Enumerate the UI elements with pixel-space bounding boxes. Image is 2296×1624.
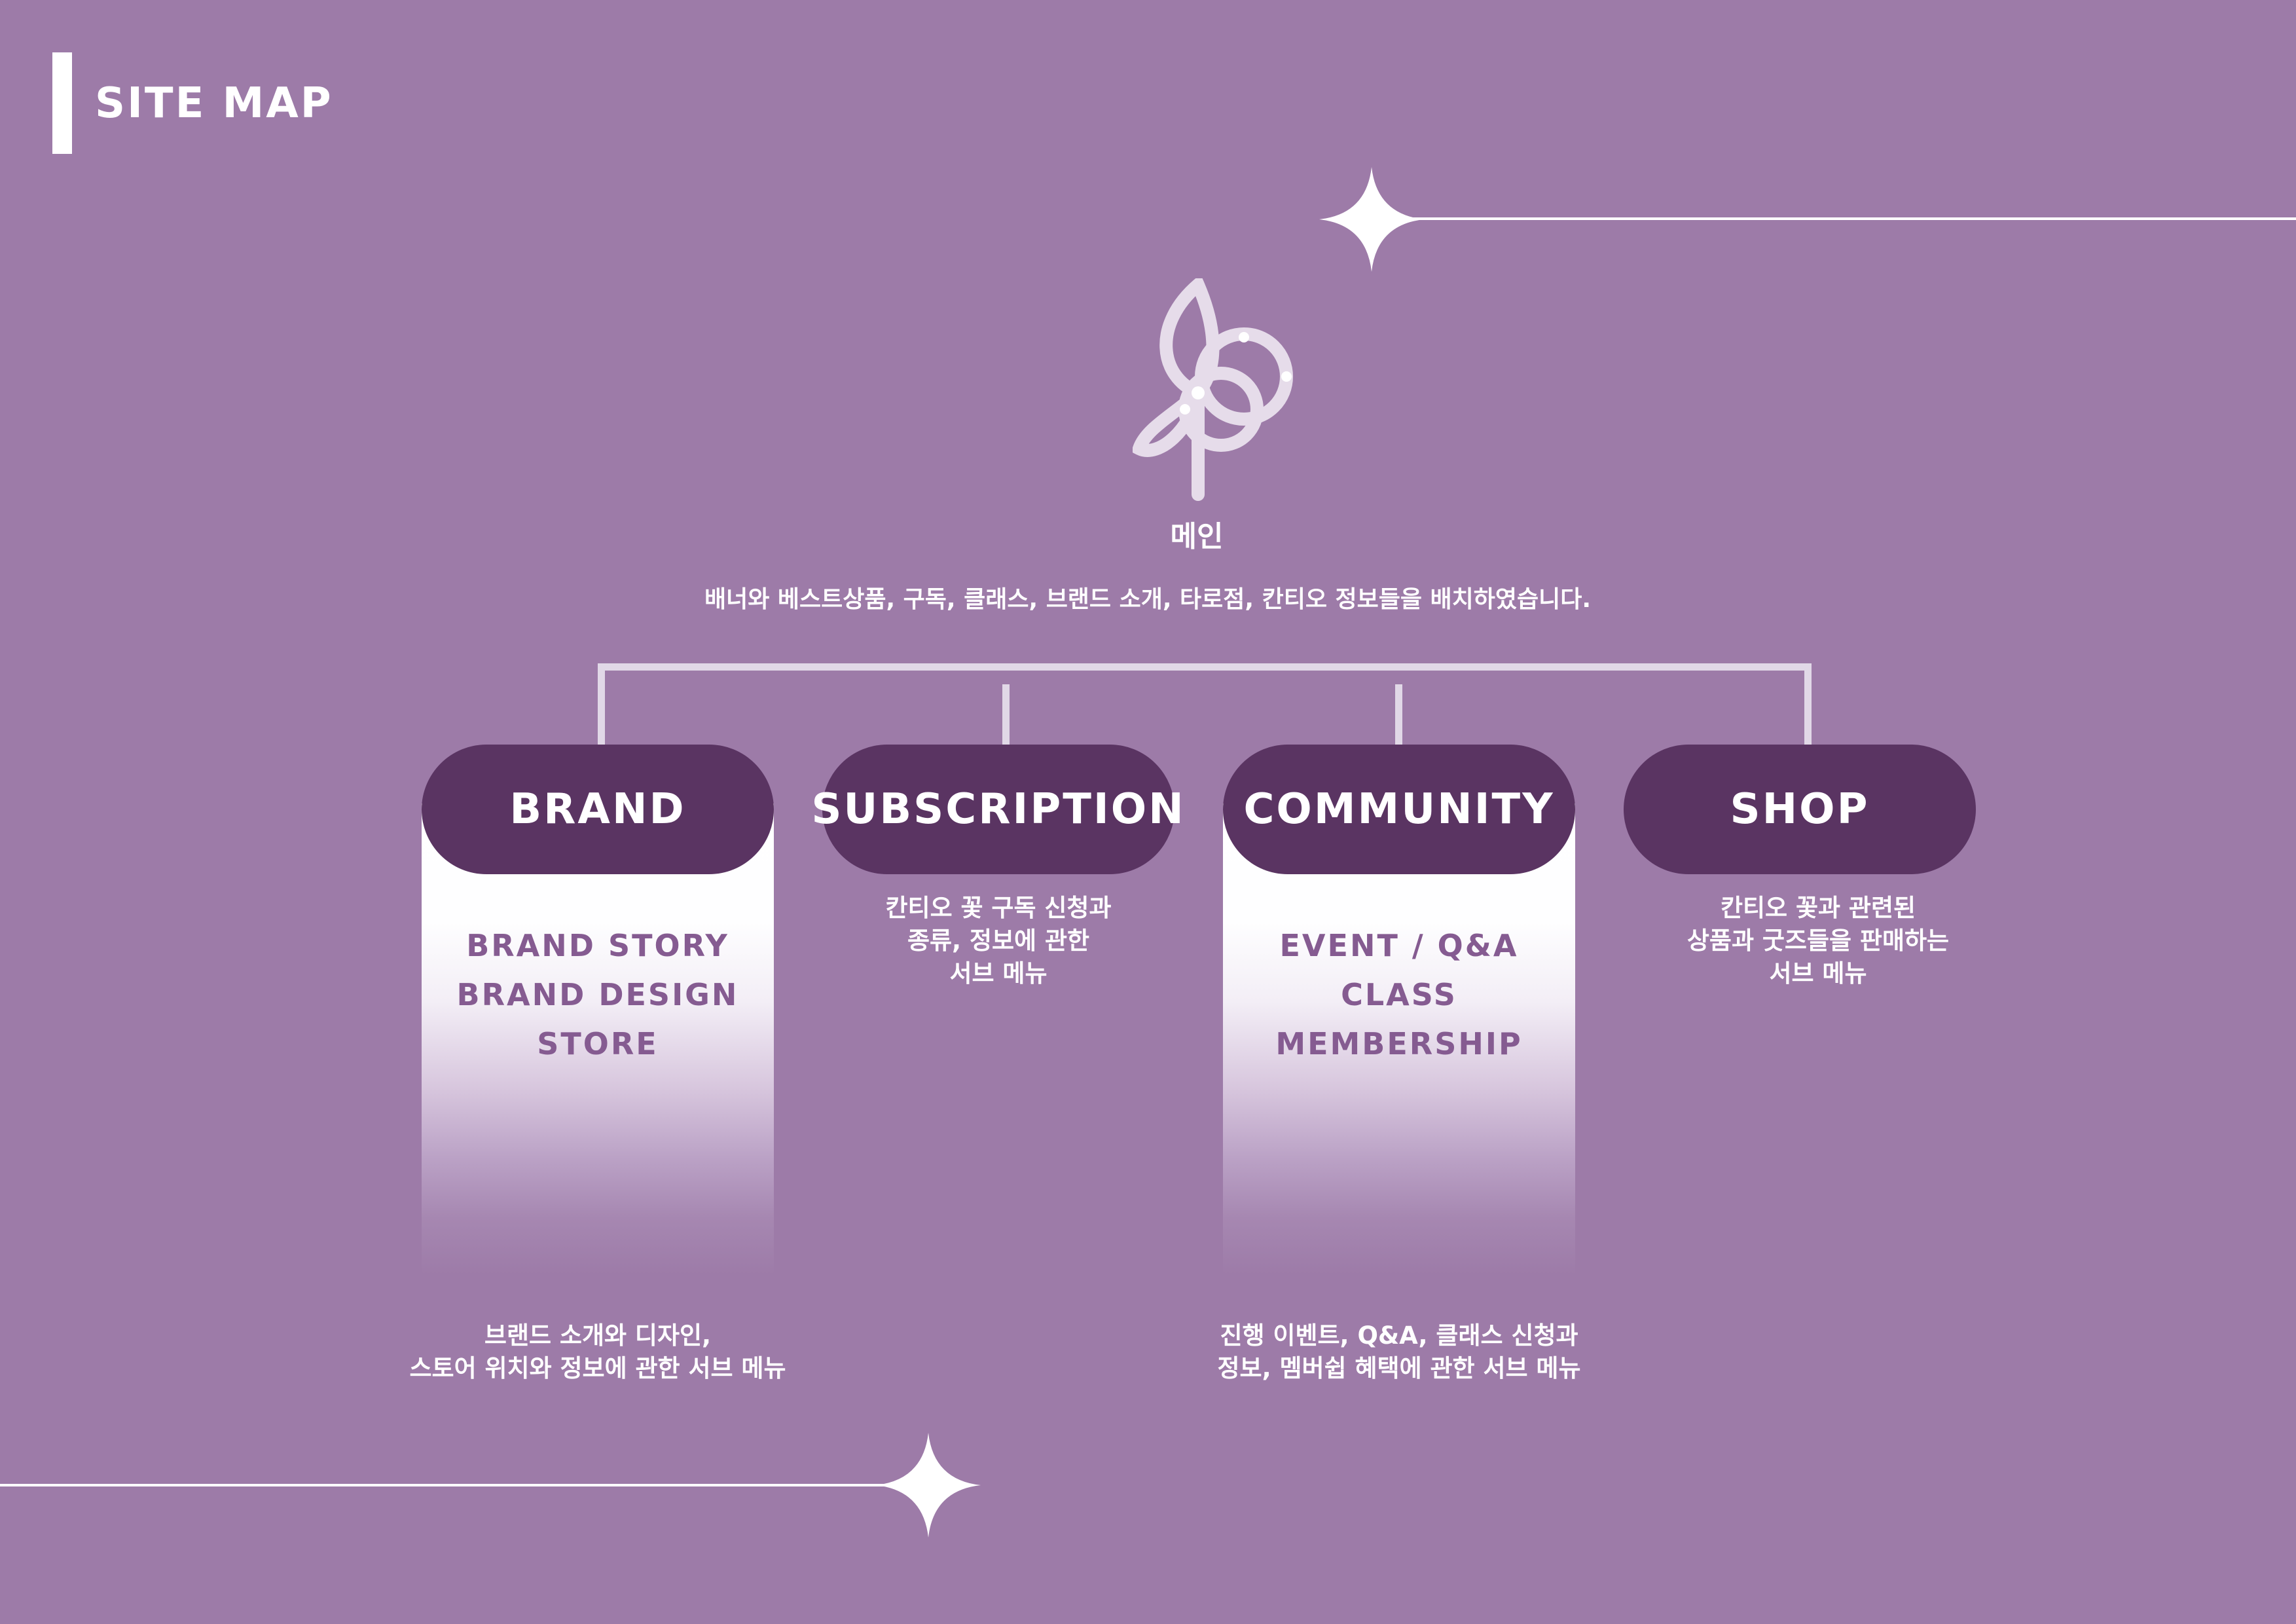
description-line: 종류, 정보에 관한 <box>907 927 1090 955</box>
community-submenu-panel <box>1223 803 1575 1275</box>
subscription-description: 칸티오 꽃 구독 신청과 종류, 정보에 관한 서브 메뉴 <box>757 892 1240 990</box>
description-line: 정보, 멤버쉽 혜택에 관한 서브 메뉴 <box>1217 1354 1581 1382</box>
title-accent-bar <box>52 52 72 154</box>
shop-button[interactable]: SHOP <box>1624 745 1976 874</box>
brand-button[interactable]: BRAND <box>422 745 774 874</box>
main-label: 메인 <box>1170 520 1224 553</box>
description-line: 칸티오 꽃과 관련된 <box>1720 894 1916 922</box>
submenu-item[interactable]: STORE <box>537 1026 659 1061</box>
connector-shop <box>1804 663 1812 745</box>
page-title: SITE MAP <box>95 79 333 128</box>
community-submenu: EVENT / Q&A CLASS MEMBERSHIP <box>1223 921 1575 1069</box>
submenu-item[interactable]: BRAND DESIGN <box>456 977 739 1012</box>
submenu-item[interactable]: CLASS <box>1341 977 1457 1012</box>
description-line: 서브 메뉴 <box>949 959 1048 987</box>
decorative-line-top <box>1401 217 2296 220</box>
sparkle-icon <box>1319 167 1424 272</box>
main-description: 배너와 베스트상품, 구독, 클래스, 브랜드 소개, 타로점, 칸티오 정보들… <box>704 586 1592 613</box>
brand-submenu-panel <box>422 803 774 1275</box>
submenu-item[interactable]: BRAND STORY <box>466 928 729 963</box>
brand-submenu: BRAND STORY BRAND DESIGN STORE <box>422 921 774 1069</box>
shop-description: 칸티오 꽃과 관련된 상품과 굿즈들을 판매하는 서브 메뉴 <box>1576 892 2060 990</box>
connector-subscription <box>1002 684 1010 745</box>
description-line: 칸티오 꽃 구독 신청과 <box>885 894 1112 922</box>
connector-community <box>1395 684 1402 745</box>
description-line: 상품과 굿즈들을 판매하는 <box>1686 927 1950 955</box>
subscription-button[interactable]: SUBSCRIPTION <box>811 745 1184 874</box>
description-line: 스토어 위치와 정보에 관한 서브 메뉴 <box>409 1354 786 1382</box>
brand-description: 브랜드 소개와 디자인, 스토어 위치와 정보에 관한 서브 메뉴 <box>356 1320 839 1385</box>
connector-brand <box>598 663 605 745</box>
description-line: 진행 이벤트, Q&A, 클래스 신청과 <box>1220 1321 1578 1350</box>
sparkle-icon <box>876 1433 981 1538</box>
description-line: 브랜드 소개와 디자인, <box>484 1321 712 1350</box>
connector-horizontal <box>598 663 1812 671</box>
community-description: 진행 이벤트, Q&A, 클래스 신청과 정보, 멤버쉽 혜택에 관한 서브 메… <box>1157 1320 1641 1385</box>
decorative-line-bottom <box>0 1484 903 1486</box>
description-line: 서브 메뉴 <box>1769 959 1867 987</box>
community-button[interactable]: COMMUNITY <box>1223 745 1575 874</box>
flower-logo-icon <box>1133 278 1293 501</box>
submenu-item[interactable]: MEMBERSHIP <box>1275 1026 1523 1061</box>
submenu-item[interactable]: EVENT / Q&A <box>1279 928 1519 963</box>
